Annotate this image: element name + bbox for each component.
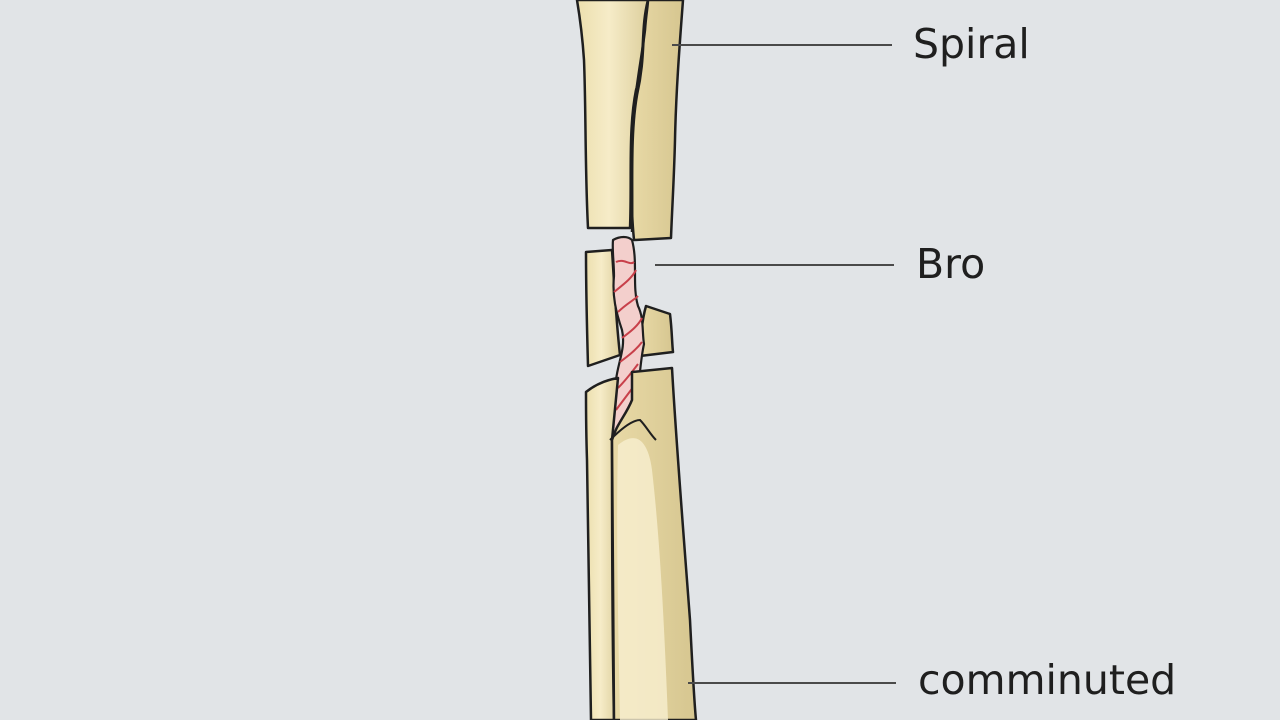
label-comminuted: comminuted <box>918 656 1177 704</box>
middle-bone-fragment-right <box>638 304 675 358</box>
label-spiral: Spiral <box>913 20 1030 68</box>
lower-bone-highlight <box>617 438 668 720</box>
spiral-fracture-line <box>630 0 650 233</box>
label-bro: Bro <box>916 240 986 288</box>
comminuted-crack-line <box>609 418 657 441</box>
lower-bone-left-fragment <box>584 376 620 720</box>
